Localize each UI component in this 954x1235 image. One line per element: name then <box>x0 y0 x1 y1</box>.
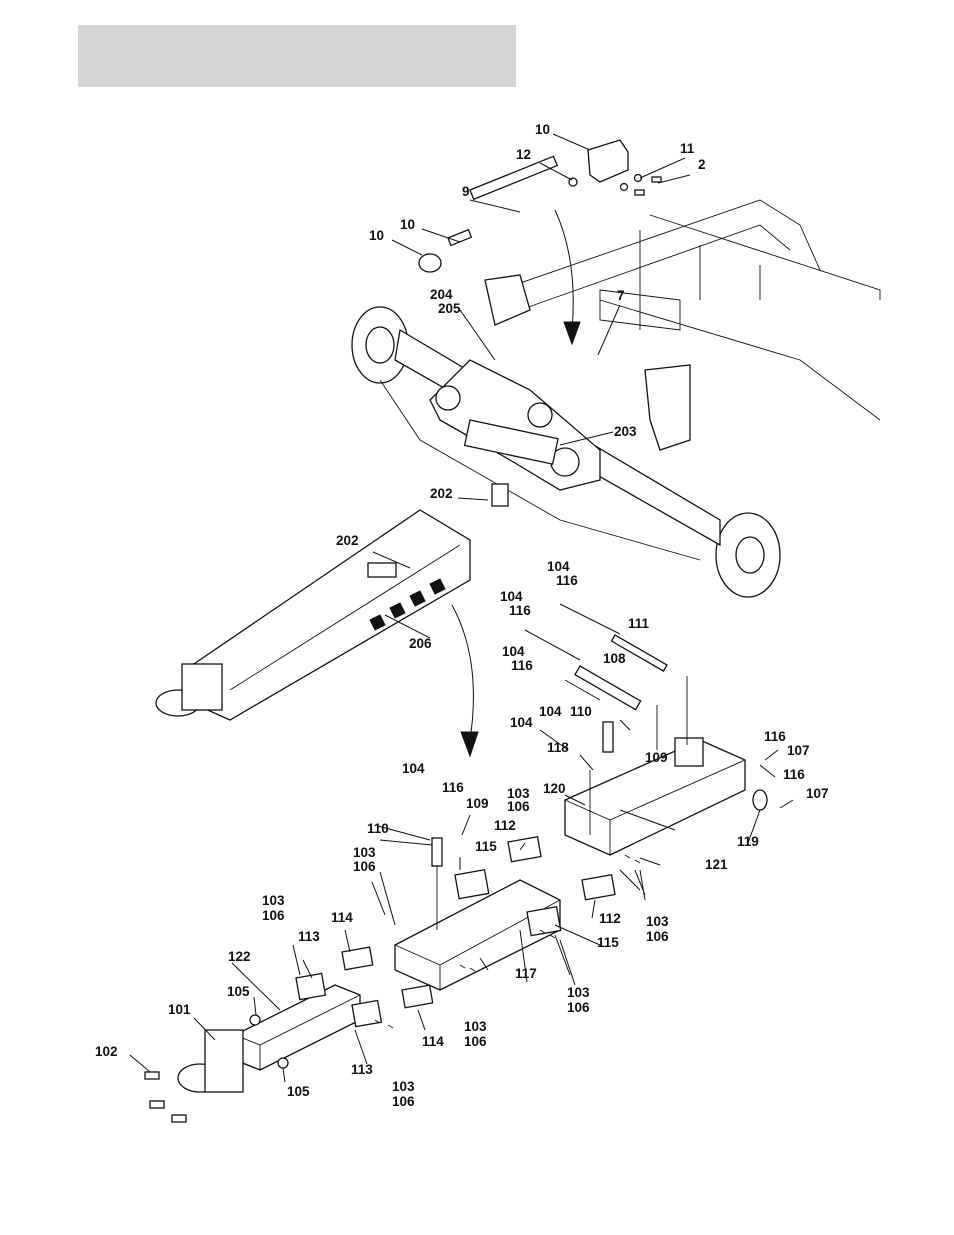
callout-106b: 106 <box>353 859 376 874</box>
callout-101: 101 <box>168 1002 191 1017</box>
callout-104b: 104 <box>500 589 523 604</box>
callout-113a: 113 <box>298 929 320 944</box>
callout-116a: 116 <box>556 573 578 588</box>
callout-110a: 110 <box>570 704 592 719</box>
callout-12: 12 <box>516 147 531 162</box>
callout-115a: 115 <box>475 839 497 854</box>
callout-103f: 103 <box>464 1019 487 1034</box>
callout-112a: 112 <box>494 818 516 833</box>
callout-122: 122 <box>228 949 251 964</box>
tie-rod-assembly <box>419 140 661 272</box>
callout-109b: 109 <box>466 796 489 811</box>
callout-11: 11 <box>680 141 695 156</box>
callout-106e: 106 <box>567 1000 590 1015</box>
callout-106f: 106 <box>464 1034 487 1049</box>
callout-102: 102 <box>95 1044 118 1059</box>
callout-104f: 104 <box>402 761 425 776</box>
callout-104d: 104 <box>510 715 533 730</box>
callout-103b: 103 <box>353 845 376 860</box>
callout-119: 119 <box>737 834 759 849</box>
callout-114a: 114 <box>331 910 353 925</box>
callout-116c: 116 <box>511 658 533 673</box>
callout-120: 120 <box>543 781 566 796</box>
callout-106g: 106 <box>392 1094 415 1109</box>
callout-107b: 107 <box>806 786 829 801</box>
callout-116b: 116 <box>509 603 531 618</box>
callout-105b: 105 <box>287 1084 310 1099</box>
callout-206: 206 <box>409 636 432 651</box>
callout-116f: 116 <box>442 780 464 795</box>
callout-205: 205 <box>438 301 461 316</box>
callout-204: 204 <box>430 287 453 302</box>
callout-118: 118 <box>547 740 569 755</box>
callout-110b: 110 <box>367 821 389 836</box>
callout-113b: 113 <box>351 1062 373 1077</box>
callout-112b: 112 <box>599 911 621 926</box>
callout-104c: 104 <box>502 644 525 659</box>
callout-121: 121 <box>705 857 728 872</box>
callout-103e: 103 <box>567 985 590 1000</box>
callout-105a: 105 <box>227 984 250 999</box>
callout-103d: 103 <box>262 893 285 908</box>
callout-103g: 103 <box>392 1079 415 1094</box>
callout-9: 9 <box>462 184 470 199</box>
callout-106d: 106 <box>262 908 285 923</box>
callout-7: 7 <box>617 288 625 303</box>
callout-106c: 106 <box>646 929 669 944</box>
callout-203: 203 <box>614 424 637 439</box>
callout-116e: 116 <box>783 767 805 782</box>
callout-202b: 202 <box>336 533 359 548</box>
callout-117: 117 <box>515 966 537 981</box>
callout-106a: 106 <box>507 799 530 814</box>
callout-109a: 109 <box>645 750 668 765</box>
callout-104a: 104 <box>547 559 570 574</box>
callout-115b: 115 <box>597 935 619 950</box>
callout-108: 108 <box>603 651 626 666</box>
callout-202a: 202 <box>430 486 453 501</box>
callout-107a: 107 <box>787 743 810 758</box>
callout-116d: 116 <box>764 729 786 744</box>
callout-10b: 10 <box>400 217 415 232</box>
callout-10a: 10 <box>535 122 550 137</box>
callout-114b: 114 <box>422 1034 444 1049</box>
callout-10c: 10 <box>369 228 384 243</box>
callout-2: 2 <box>698 157 706 172</box>
callout-104e: 104 <box>539 704 562 719</box>
callout-103c: 103 <box>646 914 669 929</box>
callout-111: 111 <box>628 616 650 631</box>
